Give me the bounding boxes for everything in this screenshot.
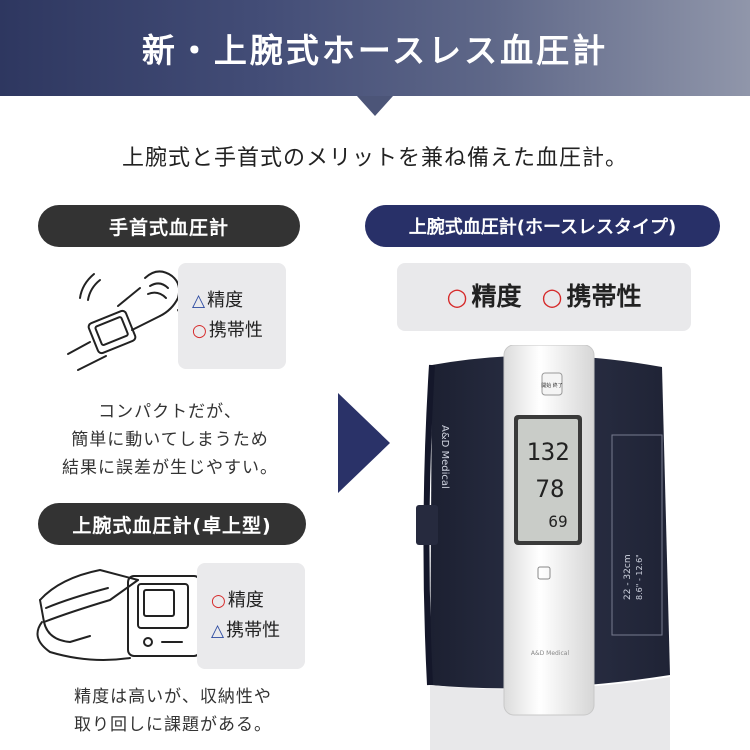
eval-text: 精度 bbox=[207, 290, 244, 311]
banner-pointer bbox=[357, 96, 393, 116]
eval-text: 携帯性 bbox=[208, 320, 263, 341]
cuff-size-text: 22 - 32cm bbox=[623, 554, 633, 600]
desc-line: コンパクトだが、 bbox=[98, 402, 242, 422]
desktop-description: 精度は高いが、収納性や 取り回しに課題がある。 bbox=[38, 683, 308, 739]
desktop-eval-box: ○ 精度 △ 携帯性 bbox=[197, 563, 305, 669]
desktop-eval-accuracy: ○ 精度 bbox=[211, 586, 305, 616]
header-banner: 新・上腕式ホースレス血圧計 bbox=[0, 0, 750, 96]
hoseless-type-label-text: 上腕式血圧計(ホースレスタイプ) bbox=[408, 217, 677, 238]
hoseless-eval-portability: ○ 携帯性 bbox=[542, 282, 642, 312]
desc-line: 精度は高いが、収納性や bbox=[74, 687, 272, 707]
wrist-description: コンパクトだが、 簡単に動いてしまうため 結果に誤差が生じやすい。 bbox=[40, 398, 300, 482]
desktop-type-label-text: 上腕式血圧計(卓上型) bbox=[72, 514, 272, 537]
desktop-type-label: 上腕式血圧計(卓上型) bbox=[38, 503, 306, 545]
circle-mark-icon: ○ bbox=[446, 283, 468, 311]
desc-line: 簡単に動いてしまうため bbox=[71, 430, 269, 450]
hoseless-eval-accuracy: ○ 精度 bbox=[447, 282, 522, 312]
cuff-size-in-text: 8.6" - 12.6" bbox=[635, 554, 644, 600]
circle-mark-icon: ○ bbox=[211, 591, 226, 611]
hoseless-monitor-photo: A&D Medical 22 - 32cm 8.6" - 12.6" 開始 終了… bbox=[412, 344, 680, 750]
eval-text: 携帯性 bbox=[226, 620, 281, 641]
device-button-label: 開始 終了 bbox=[541, 382, 563, 389]
desktop-monitor-illustration bbox=[36, 569, 201, 661]
triangle-mark-icon: △ bbox=[211, 621, 225, 641]
lcd-pulse: 69 bbox=[548, 512, 567, 531]
hoseless-eval-box: ○ 精度 ○ 携帯性 bbox=[397, 263, 691, 331]
circle-mark-icon: ○ bbox=[541, 283, 563, 311]
page-title: 新・上腕式ホースレス血圧計 bbox=[141, 31, 609, 70]
desc-line: 取り回しに課題がある。 bbox=[74, 715, 272, 735]
lcd-systolic: 132 bbox=[526, 438, 569, 466]
lcd-diastolic: 78 bbox=[536, 475, 565, 503]
desc-line: 結果に誤差が生じやすい。 bbox=[62, 458, 278, 478]
desktop-eval-portability: △ 携帯性 bbox=[211, 616, 305, 646]
chevron-right-icon bbox=[338, 393, 390, 493]
eval-text: 精度 bbox=[227, 590, 264, 611]
device-illustration: A&D Medical 22 - 32cm 8.6" - 12.6" 開始 終了… bbox=[416, 344, 670, 750]
cuff-brand-text: A&D Medical bbox=[439, 425, 450, 489]
wrist-eval-accuracy: △ 精度 bbox=[192, 286, 286, 316]
wrist-eval-box: △ 精度 ○ 携帯性 bbox=[178, 263, 286, 369]
device-brand-text: A&D Medical bbox=[531, 650, 570, 657]
eval-text: 精度 bbox=[471, 282, 522, 311]
wrist-eval-portability: ○ 携帯性 bbox=[192, 316, 286, 346]
triangle-mark-icon: △ bbox=[192, 291, 206, 311]
wrist-type-label: 手首式血圧計 bbox=[38, 205, 300, 247]
eval-text: 携帯性 bbox=[566, 282, 642, 311]
circle-mark-icon: ○ bbox=[192, 321, 207, 341]
subtitle: 上腕式と手首式のメリットを兼ね備えた血圧計。 bbox=[121, 146, 628, 171]
wrist-type-label-text: 手首式血圧計 bbox=[108, 216, 229, 239]
hoseless-type-label: 上腕式血圧計(ホースレスタイプ) bbox=[365, 205, 720, 247]
